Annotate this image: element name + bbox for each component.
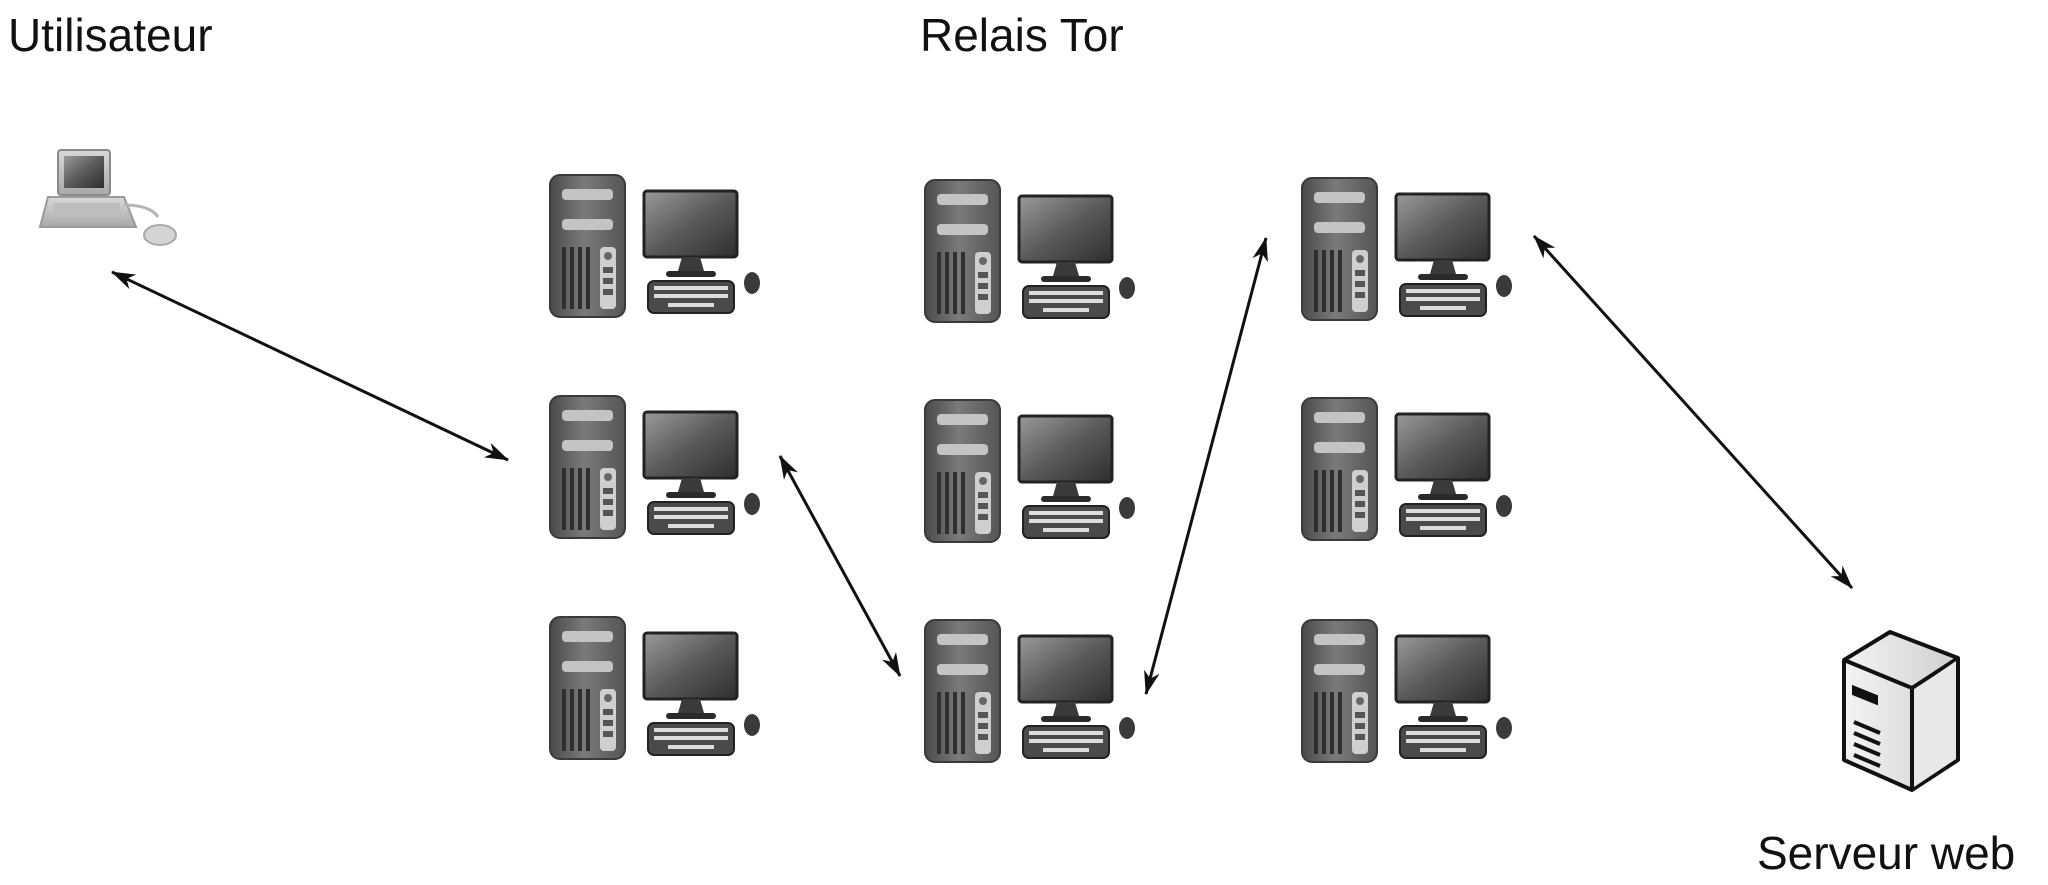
desktop-computer-icon: [924, 619, 1135, 763]
relay-node: [549, 174, 760, 318]
tor-relays-label: Relais Tor: [920, 9, 1124, 61]
desktop-computer-icon: [549, 174, 760, 318]
server-tower-icon: [1842, 630, 1960, 792]
desktop-computer-icon: [1301, 397, 1512, 541]
desktop-computer-icon: [1301, 177, 1512, 321]
relay-node: [924, 619, 1135, 763]
relay-col-3: [1301, 177, 1512, 763]
user-label: Utilisateur: [8, 9, 213, 61]
desktop-computer-icon: [549, 395, 760, 539]
arrow-middle-to-exit-relay: [1144, 237, 1268, 695]
web-server-label: Serveur web: [1757, 827, 2016, 879]
desktop-computer-icon: [549, 616, 760, 760]
arrow-user-to-entry-relay: [111, 270, 509, 462]
relay-node: [924, 399, 1135, 543]
relay-node: [1301, 619, 1512, 763]
relay-node: [549, 616, 760, 760]
relay-node: [1301, 397, 1512, 541]
relay-node: [924, 179, 1135, 323]
arrow-exit-relay-to-server: [1532, 234, 1854, 590]
web-server-node: [1842, 630, 1960, 792]
desktop-computer-icon: [1301, 619, 1512, 763]
laptop-icon: [38, 149, 177, 246]
desktop-computer-icon: [924, 399, 1135, 543]
circuit-arrows: [111, 234, 1854, 695]
relay-col-2: [924, 179, 1135, 763]
user-node: [38, 149, 177, 246]
arrow-entry-to-middle-relay: [778, 455, 902, 677]
relay-node: [549, 395, 760, 539]
relay-col-1: [549, 174, 760, 760]
relay-grid: [549, 174, 1512, 763]
desktop-computer-icon: [924, 179, 1135, 323]
relay-node: [1301, 177, 1512, 321]
